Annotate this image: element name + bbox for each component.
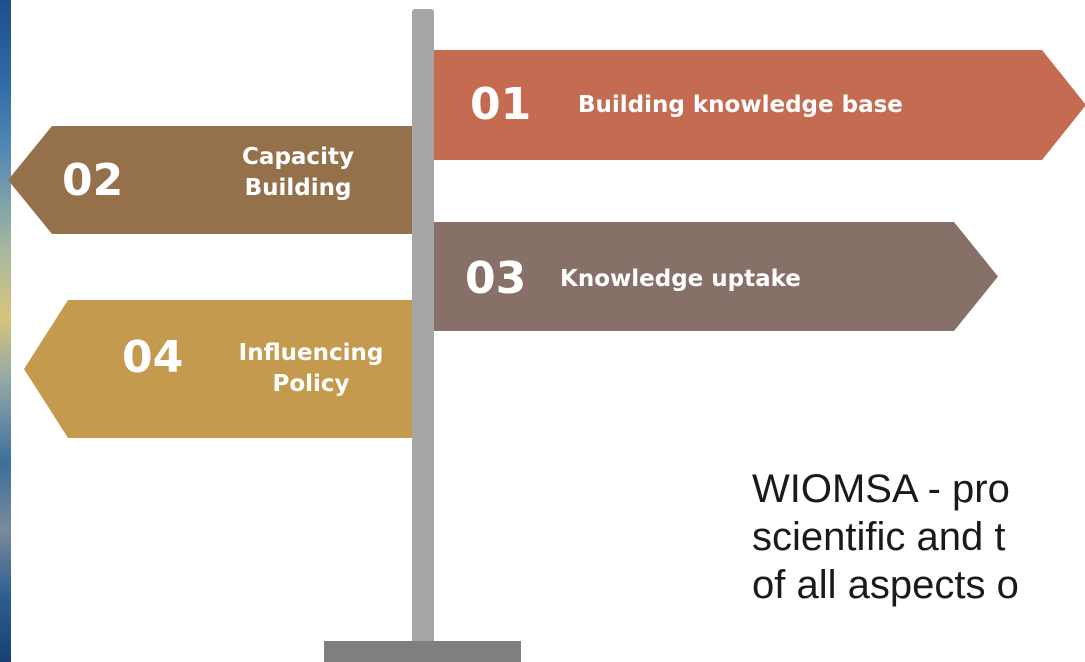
sign-number-02: 02 [62,155,124,206]
sign-number-03: 03 [465,253,527,304]
signpost-pole [412,9,434,649]
signpost-arrow-01: 01 Building knowledge base [430,50,1085,160]
sign-label-capacity-building: Capacity Building [242,144,354,201]
sign-label-influencing-policy: Influencing Policy [238,340,384,397]
signpost-arrow-04: 04 Influencing Policy [24,300,414,438]
signpost-arrow-02: 02 Capacity Building [8,126,414,234]
background-photo-edge [0,0,11,662]
sign-label-knowledge-uptake: Knowledge uptake [560,266,801,292]
signpost-base [324,641,521,662]
signpost-arrow-03: 03 Knowledge uptake [430,222,998,331]
wiomsa-caption-text: WIOMSA - pro scientific and t of all asp… [752,467,1019,607]
sign-label-building-knowledge-base: Building knowledge base [578,92,903,118]
sign-number-01: 01 [470,79,532,130]
sign-number-04: 04 [122,332,184,383]
